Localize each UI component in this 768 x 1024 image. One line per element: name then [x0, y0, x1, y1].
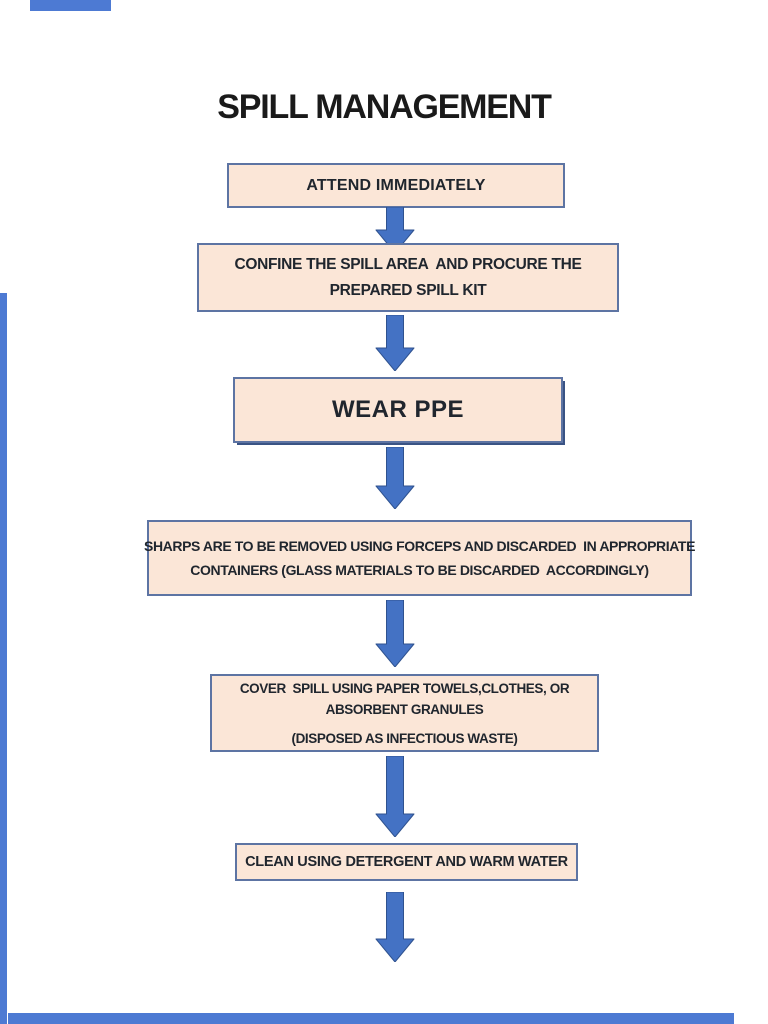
step-text: ABSORBENT GRANULES — [325, 701, 484, 717]
flow-step-clean-detergent: CLEAN USING DETERGENT AND WARM WATER — [235, 843, 578, 881]
flow-arrow-3-down-icon — [375, 447, 415, 509]
flow-arrow-1-down-icon — [375, 207, 415, 253]
step-text: COVER SPILL USING PAPER TOWELS,CLOTHES, … — [239, 680, 570, 696]
flow-step-wear-ppe: WEAR PPE — [233, 377, 563, 443]
step-text: SHARPS ARE TO BE REMOVED USING FORCEPS A… — [144, 538, 696, 554]
step-text: WEAR PPE — [331, 396, 464, 423]
flow-arrow-6-down-icon — [375, 892, 415, 962]
flow-step-attend-immediately: ATTEND IMMEDIATELY — [227, 163, 565, 208]
page-title: SPILL MANAGEMENT — [217, 88, 552, 126]
page-border-fragment-bottom — [8, 1013, 734, 1024]
flow-arrow-2-down-icon — [375, 315, 415, 371]
step-text: CONTAINERS (GLASS MATERIALS TO BE DISCAR… — [190, 562, 649, 578]
step-text: CLEAN USING DETERGENT AND WARM WATER — [245, 854, 568, 870]
page-border-fragment-top — [30, 0, 111, 11]
step-text: PREPARED SPILL KIT — [329, 281, 487, 299]
flow-arrow-5-down-icon — [375, 756, 415, 837]
step-text: (DISPOSED AS INFECTIOUS WASTE) — [291, 730, 518, 746]
flow-step-cover-spill: COVER SPILL USING PAPER TOWELS,CLOTHES, … — [210, 674, 599, 752]
flow-step-confine-spill-area: CONFINE THE SPILL AREA AND PROCURE THE P… — [197, 243, 619, 312]
step-text: CONFINE THE SPILL AREA AND PROCURE THE — [234, 255, 582, 273]
flow-step-remove-sharps: SHARPS ARE TO BE REMOVED USING FORCEPS A… — [144, 520, 696, 596]
flow-arrow-4-down-icon — [375, 600, 415, 667]
page-border-fragment-left — [0, 293, 7, 1024]
step-text: ATTEND IMMEDIATELY — [306, 176, 486, 194]
